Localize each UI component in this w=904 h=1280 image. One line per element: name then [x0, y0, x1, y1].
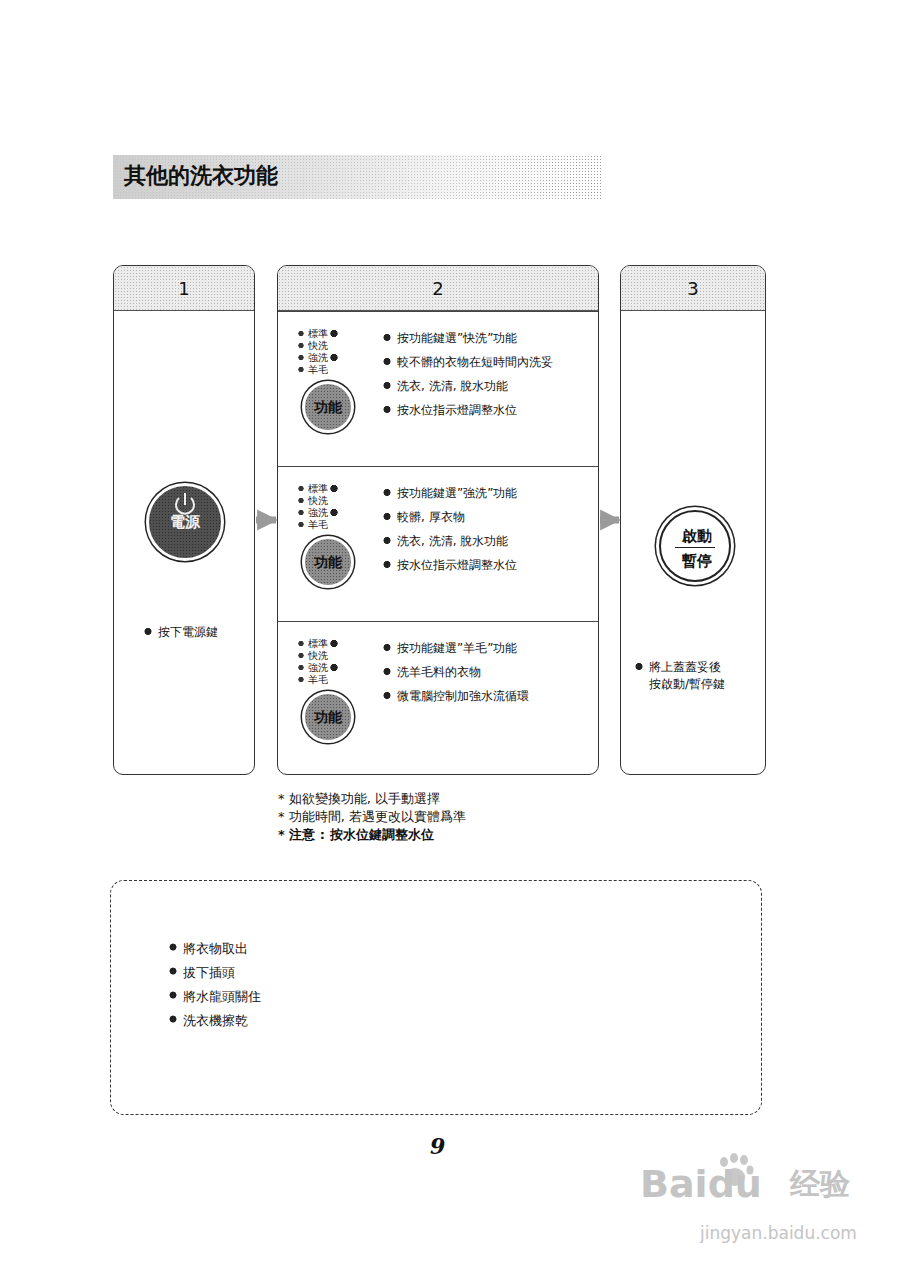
indicator-label: 快洗 [298, 340, 328, 351]
instruction-text: 按水位指示燈調整水位 [383, 557, 602, 574]
after-wash-box: 將衣物取出拔下插頭將水龍頭關住洗衣機擦乾 [110, 880, 762, 1115]
function-button: 功能 [302, 536, 354, 588]
indicator-label: 標準 [298, 328, 338, 339]
watermark: 经验 [790, 1164, 850, 1203]
step-arrow [256, 517, 276, 524]
function-button: 功能 [302, 691, 354, 743]
instruction-text: 將上蓋蓋妥後 按啟動/暫停鍵 [635, 659, 761, 693]
instruction-text: 將衣物取出 [169, 939, 343, 958]
mode-section: 功能按功能鍵選”羊毛”功能洗羊毛料的衣物微電腦控制加強水流循環標準快洗強洗羊毛 [278, 621, 598, 774]
start-pause-button: 啟動暫停 [659, 510, 731, 582]
button-label: 功能 [305, 539, 351, 585]
button-divider [675, 547, 715, 548]
button-label: 暫停 [661, 550, 733, 572]
instruction-text: 將水龍頭關住 [169, 987, 343, 1006]
power-button: 電源 [146, 483, 224, 561]
watermark: jingyan.baidu.com [700, 1222, 857, 1244]
step-panel: 功能 按功能鍵選”快洗”功能較不髒的衣物在短時間內洗妥洗衣, 洗清, 脫水功能按水… [277, 265, 599, 775]
indicator-label: 羊毛 [298, 674, 328, 685]
instruction-text: 微電腦控制加強水流循環 [383, 688, 602, 705]
button-label: 功能 [305, 384, 351, 430]
step-number: 3 [621, 276, 765, 302]
button-label: 電源 [149, 486, 221, 558]
instruction-text: 較髒, 厚衣物 [383, 509, 602, 526]
instruction-text: 按功能鍵選”強洗”功能 [383, 485, 602, 502]
indicator-label: 羊毛 [298, 364, 328, 375]
instruction-text: 洗羊毛料的衣物 [383, 664, 602, 681]
indicator-label: 強洗 [298, 352, 338, 363]
note-text: * 功能時間, 若遇更改以實體爲準 [278, 808, 466, 825]
indicator-label: 快洗 [298, 650, 328, 661]
step-number: 1 [114, 276, 254, 302]
indicator-label: 羊毛 [298, 519, 328, 530]
page-number: 9 [430, 1132, 445, 1161]
watermark-paw-part [730, 1153, 738, 1163]
instruction-text: 按水位指示燈調整水位 [383, 402, 602, 419]
indicator-label: 快洗 [298, 495, 328, 506]
note-text: * 如欲變換功能, 以手動選擇 [278, 790, 440, 807]
instruction-text: 洗衣, 洗清, 脫水功能 [383, 378, 602, 395]
instruction-text: 洗衣, 洗清, 脫水功能 [383, 533, 602, 550]
button-label: 功能 [305, 694, 351, 740]
step-panel: 電源1按下電源鍵 [113, 265, 255, 775]
instruction-text: 較不髒的衣物在短時間內洗妥 [383, 354, 602, 371]
watermark: Baidu [640, 1160, 762, 1209]
mode-section: 功能按功能鍵選”快洗”功能較不髒的衣物在短時間內洗妥洗衣, 洗清, 脫水功能按水… [278, 311, 598, 466]
note-text: * 注意 : 按水位鍵調整水位 [278, 826, 434, 843]
indicator-label: 標準 [298, 638, 338, 649]
instruction-text: 洗衣機擦乾 [169, 1011, 343, 1030]
indicator-label: 標準 [298, 483, 338, 494]
step-panel: 啟動暫停 3 將上蓋蓋妥後 按啟動/暫停鍵 [620, 265, 766, 775]
indicator-label: 強洗 [298, 662, 338, 673]
function-button: 功能 [302, 381, 354, 433]
power-symbol-bar [184, 493, 186, 505]
instruction-text: 按功能鍵選”羊毛”功能 [383, 640, 602, 657]
instruction-text: 按功能鍵選”快洗”功能 [383, 330, 602, 347]
page-title: 其他的洗衣功能 [124, 161, 278, 191]
instruction-text: 拔下插頭 [169, 963, 343, 982]
step-arrow [600, 517, 619, 524]
indicator-label: 強洗 [298, 507, 338, 518]
mode-section: 功能按功能鍵選”強洗”功能較髒, 厚衣物洗衣, 洗清, 脫水功能按水位指示燈調整… [278, 466, 598, 621]
button-label: 啟動 [661, 525, 733, 547]
instruction-text: 按下電源鍵 [144, 624, 263, 641]
step-number: 2 [278, 276, 598, 302]
